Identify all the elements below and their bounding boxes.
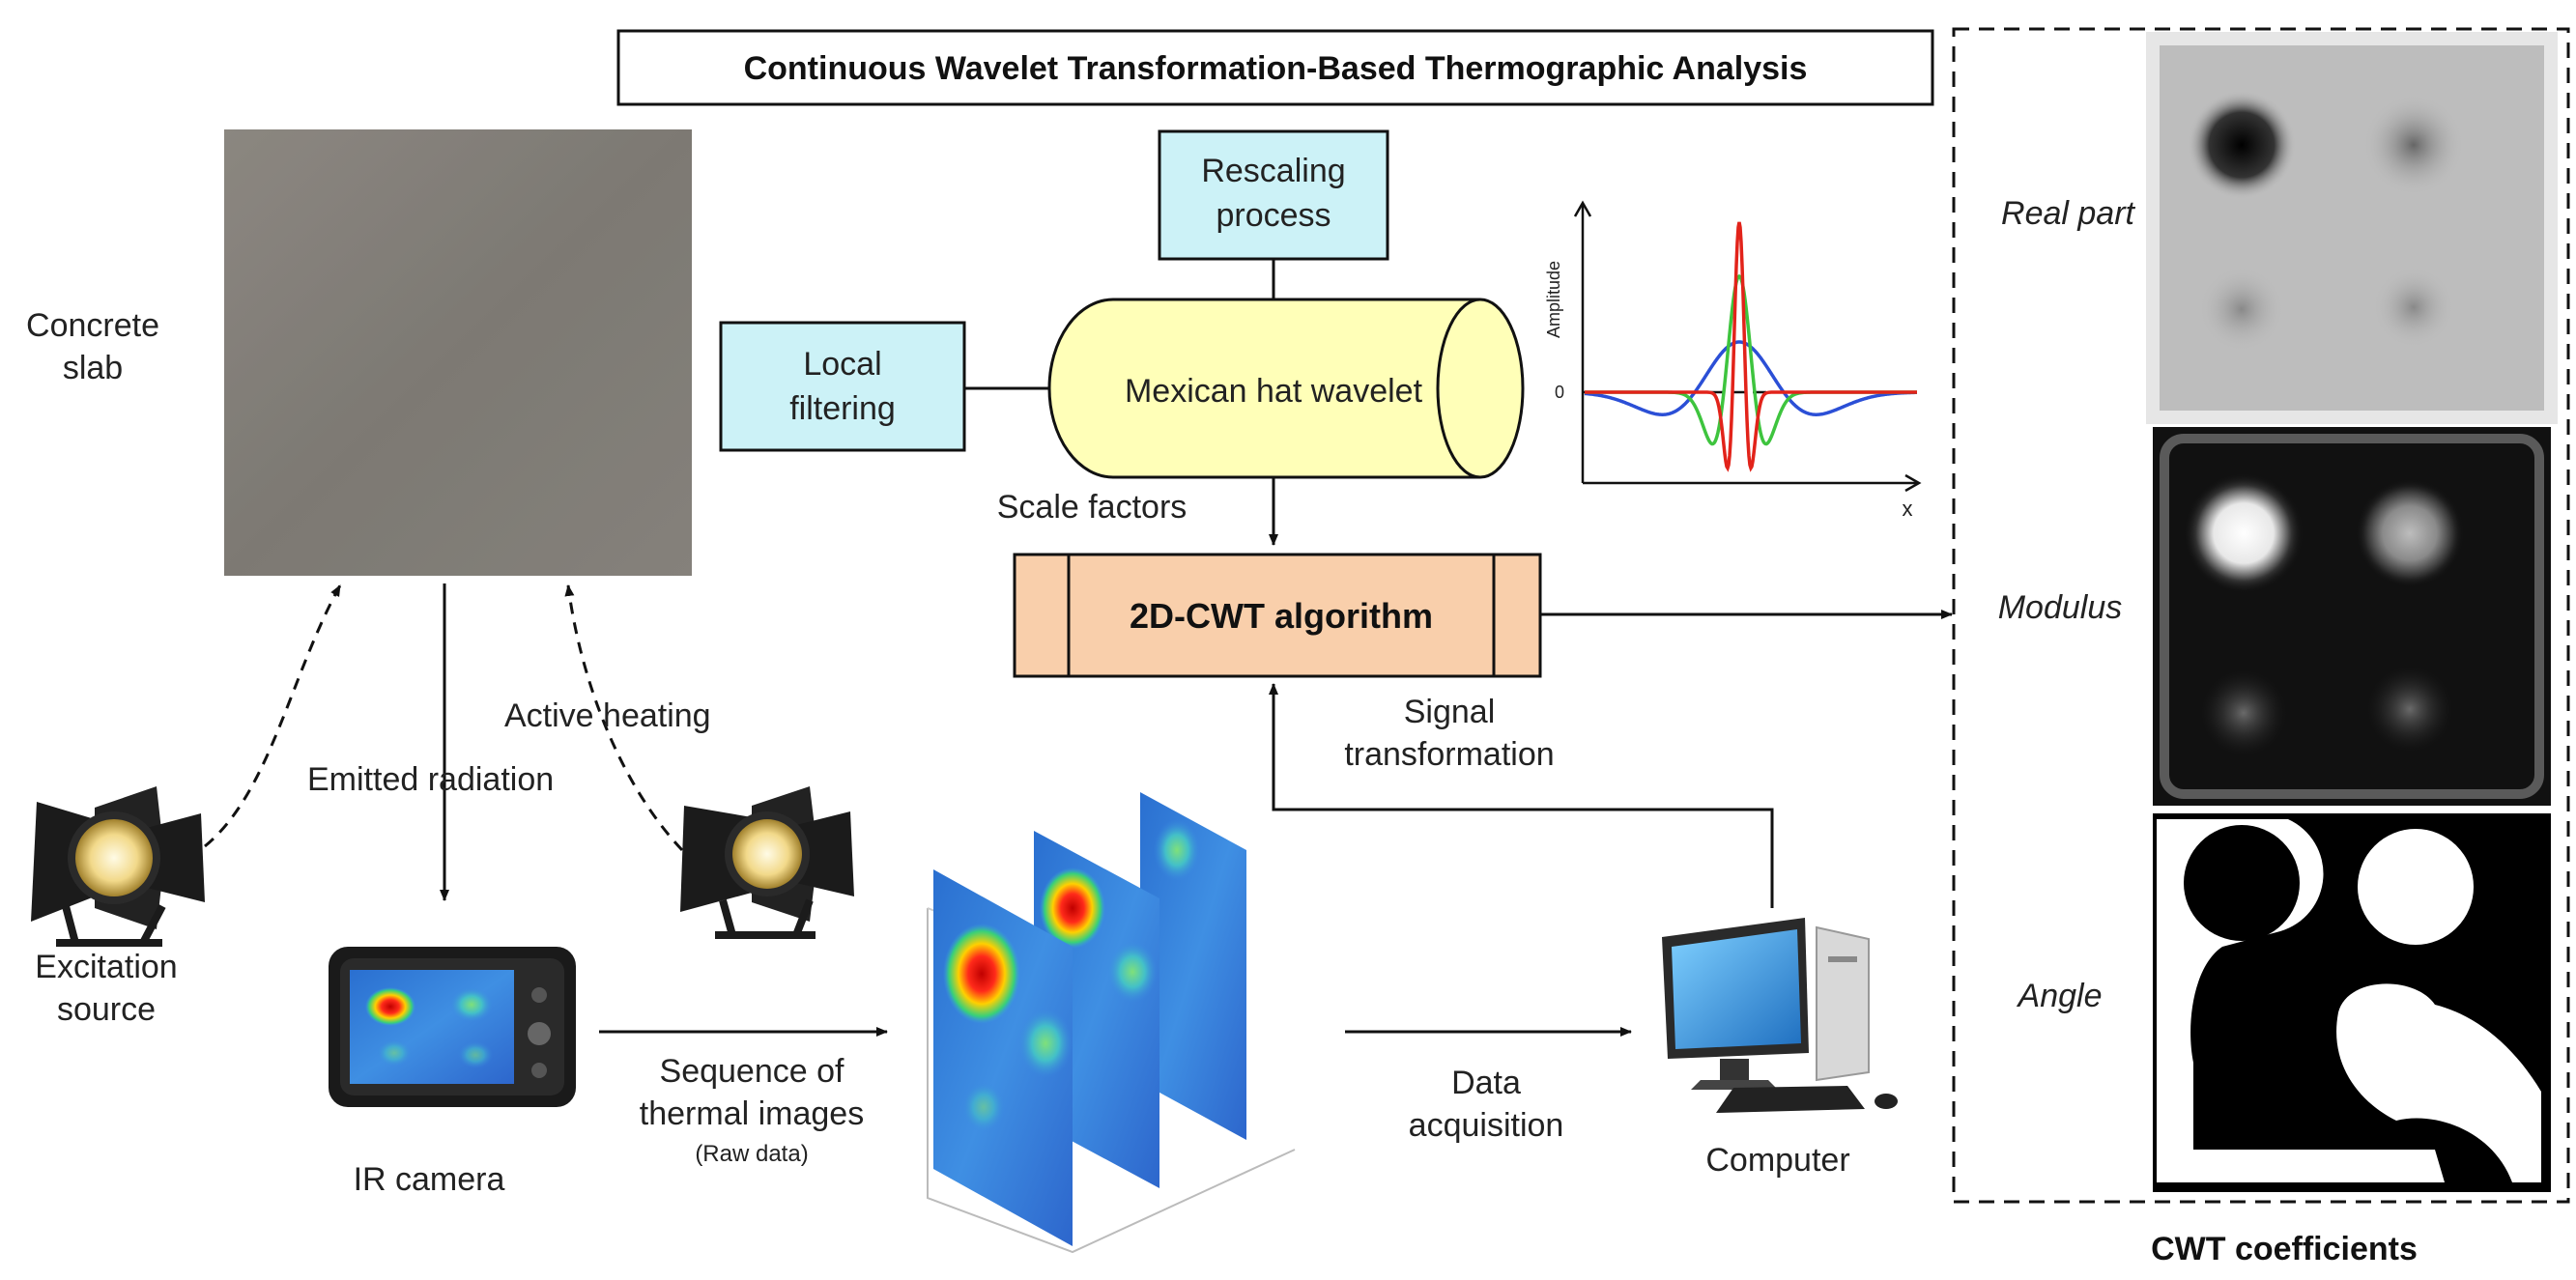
cwt-algorithm-box: 2D-CWT algorithm — [1013, 553, 1542, 678]
wavelet-curve-narrow — [1585, 221, 1917, 472]
signal-transformation-label-line2: transformation — [1344, 736, 1554, 773]
ir-camera-label: IR camera — [354, 1161, 505, 1198]
title-text: Continuous Wavelet Transformation-Based … — [744, 50, 1808, 87]
ir-camera-icon — [329, 947, 576, 1107]
coefficients-panel-border — [1952, 27, 2570, 1204]
cwt-coefficients-label: CWT coefficients — [2151, 1231, 2418, 1267]
modulus-label: Modulus — [1998, 589, 2123, 626]
real-part-label: Real part — [2001, 195, 2136, 232]
computer-icon — [1662, 918, 1898, 1113]
lamp-right-icon — [680, 786, 854, 939]
angle-label: Angle — [2017, 978, 2103, 1014]
computer-label: Computer — [1705, 1142, 1849, 1179]
angle-image — [2153, 813, 2551, 1192]
sequence-label-line1: Sequence of — [660, 1053, 844, 1090]
cwt-algorithm-label: 2D-CWT algorithm — [1130, 596, 1433, 636]
rescaling-box: Rescaling process — [1158, 129, 1389, 261]
emitted-radiation-label: Emitted radiation — [307, 761, 554, 798]
active-heating-label: Active heating — [504, 697, 711, 734]
title-box: Continuous Wavelet Transformation-Based … — [616, 29, 1934, 106]
wavelet-ylabel: Amplitude — [1544, 261, 1563, 338]
local-filtering-label-line2: filtering — [789, 390, 896, 427]
concrete-slab-label-line1: Concrete — [26, 307, 159, 344]
raw-data-label: (Raw data) — [695, 1141, 808, 1167]
local-filtering-box: Local filtering — [719, 321, 966, 452]
data-acquisition-label-line2: acquisition — [1409, 1107, 1564, 1144]
wavelet-plot: Amplitude 0 x — [1544, 200, 1922, 521]
data-acquisition-label-line1: Data — [1451, 1065, 1521, 1101]
thermal-frame-3 — [1140, 792, 1246, 1140]
sequence-label-line2: thermal images — [640, 1095, 864, 1132]
scale-factors-label: Scale factors — [997, 489, 1188, 526]
signal-transformation-arrow — [1269, 683, 1774, 908]
mexican-hat-label: Mexican hat wavelet — [1125, 373, 1423, 410]
signal-transformation-label-line1: Signal — [1404, 694, 1496, 730]
local-filtering-label-line1: Local — [803, 346, 881, 383]
heating-arrow-left — [204, 584, 342, 848]
rescaling-label-line1: Rescaling — [1201, 153, 1345, 189]
excitation-label-line2: source — [57, 991, 156, 1028]
modulus-image — [2153, 427, 2551, 806]
thermal-image-stack — [927, 792, 1296, 1254]
wavelet-curve-medium — [1585, 273, 1917, 446]
excitation-label-line1: Excitation — [35, 949, 177, 985]
wavelet-zero-label: 0 — [1555, 383, 1564, 402]
heating-arrow-right — [564, 584, 684, 852]
lamp-left-icon — [31, 786, 205, 947]
rescaling-label-line2: process — [1216, 197, 1331, 234]
mexican-hat-box: Mexican hat wavelet — [1047, 298, 1525, 479]
real-part-image — [2146, 32, 2558, 424]
thermal-frame-1 — [933, 869, 1073, 1246]
concrete-slab-label-line2: slab — [63, 350, 123, 386]
wavelet-xlabel: x — [1903, 497, 1913, 521]
concrete-slab — [224, 129, 692, 576]
